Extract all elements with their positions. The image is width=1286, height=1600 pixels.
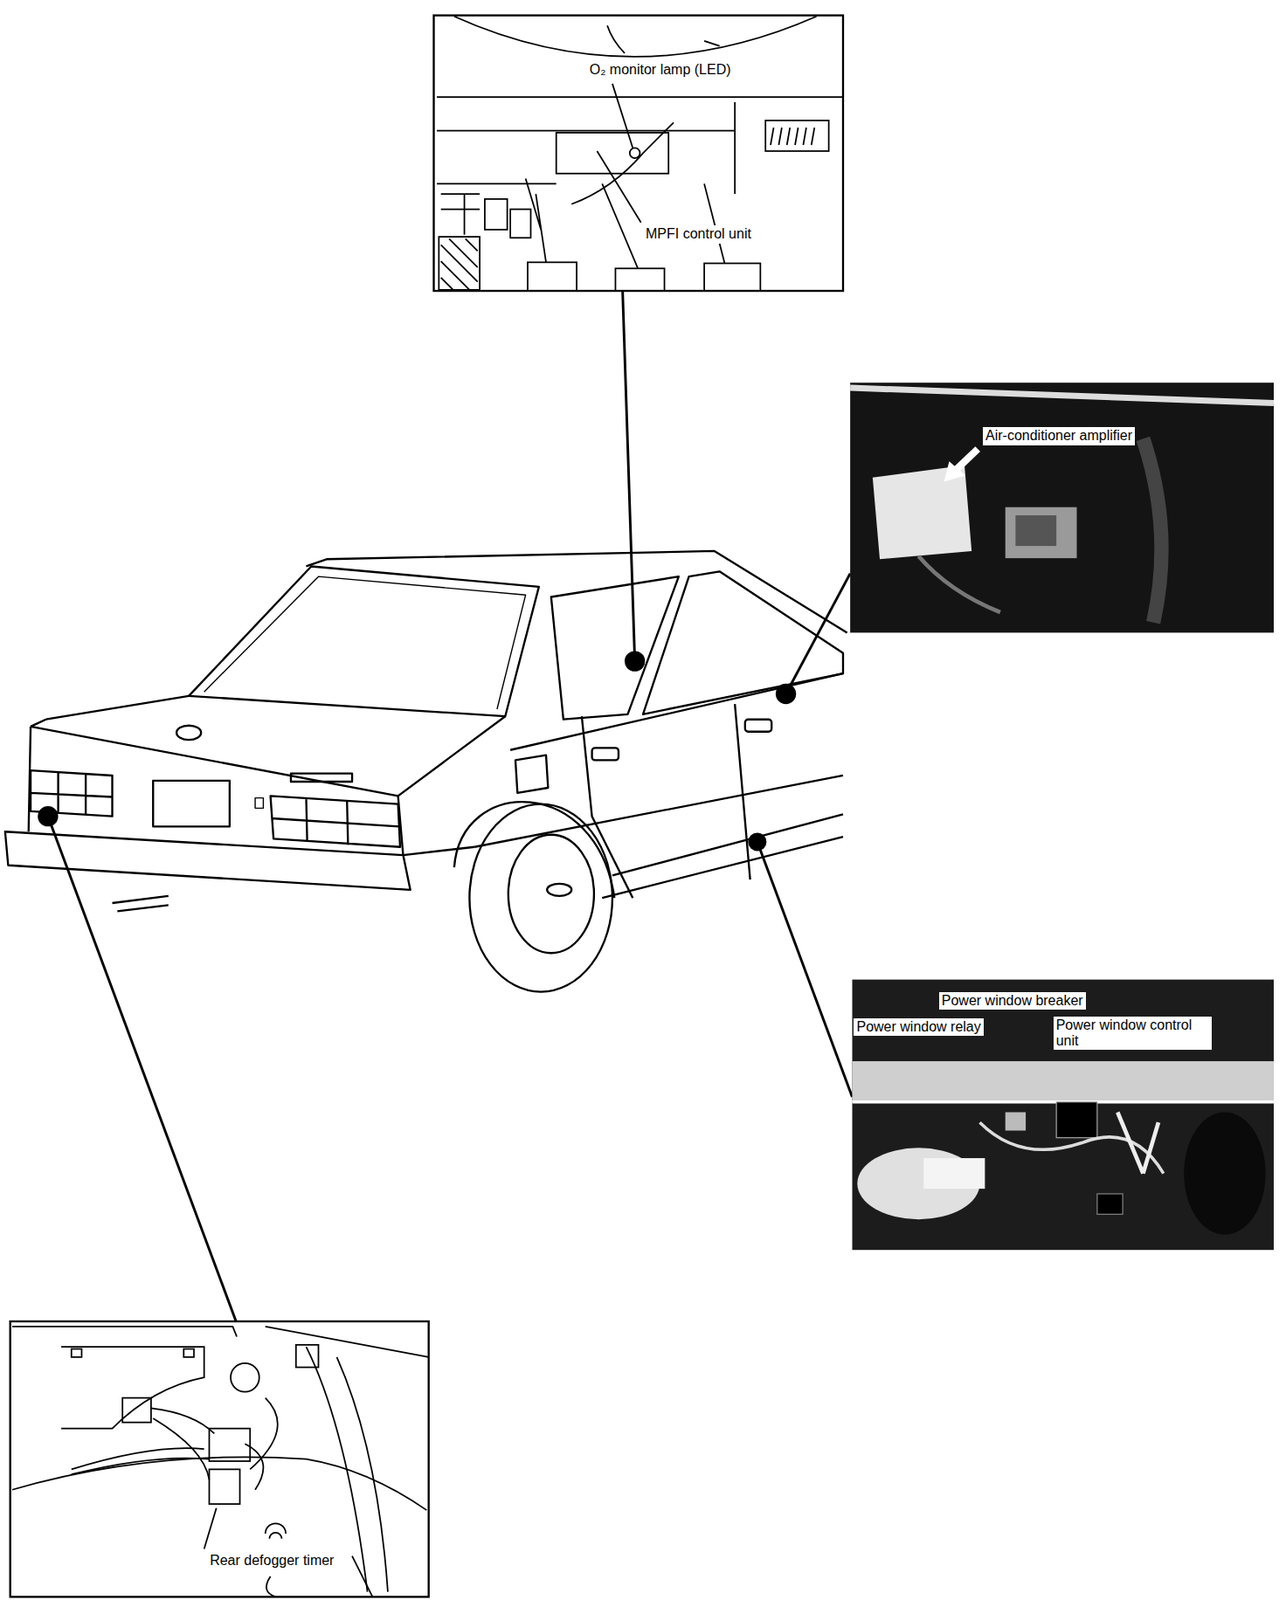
photo-panel: Power window breakerPower window relay Po… <box>851 980 1273 1252</box>
timer-label: Rear defogger timer <box>207 1552 337 1570</box>
relay-label: Power window relay <box>853 1018 983 1037</box>
photo-panel: Air-conditioner amplifier <box>850 382 1274 633</box>
control-unit-label: MPFI control unit <box>643 225 754 243</box>
control-unit-label: Power window control unit <box>1053 1016 1212 1051</box>
breaker-label: Power window breaker <box>939 992 1086 1010</box>
inset-panel: O₂ monitor lamp (LED) MPFI control unit <box>434 15 844 291</box>
inset-panel: Rear defogger timer <box>10 1321 429 1598</box>
lamp-label: O₂ monitor lamp (LED) <box>587 61 734 79</box>
amplifier-label: Air-conditioner amplifier <box>982 427 1135 445</box>
